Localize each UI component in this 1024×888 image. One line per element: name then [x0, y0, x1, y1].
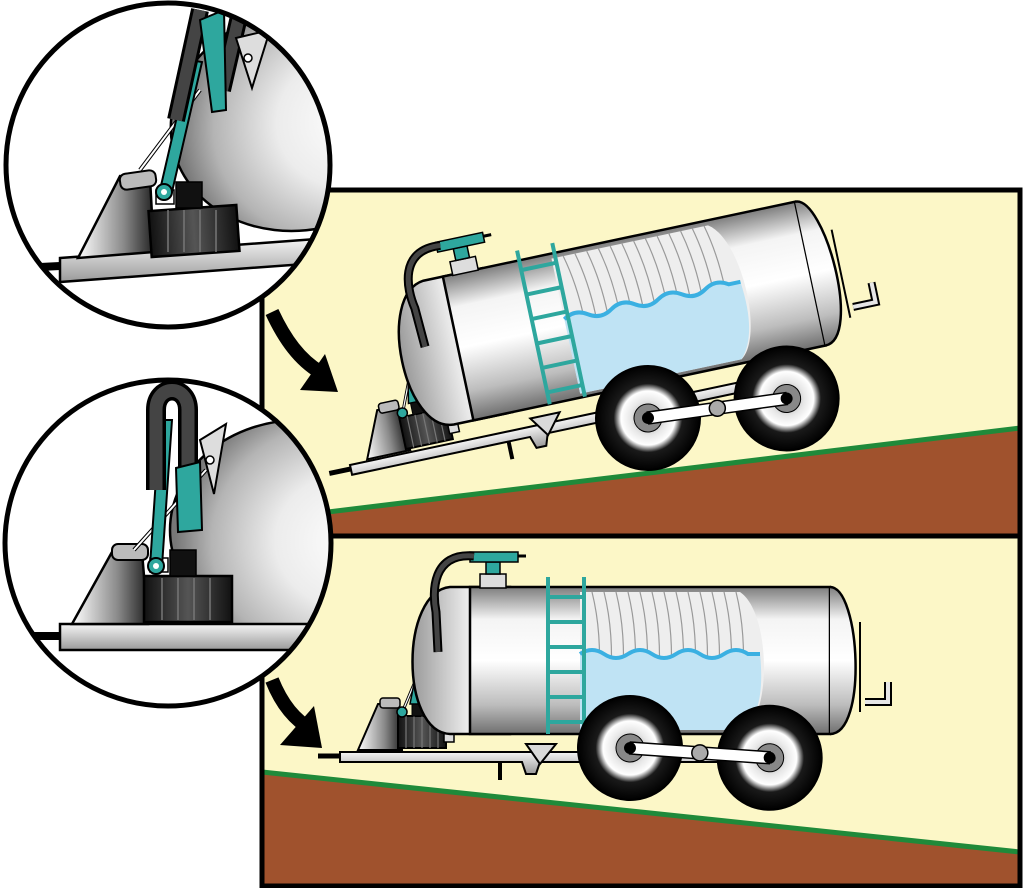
arrow-uphill: [265, 309, 338, 392]
panel-downhill-grass-line: [261, 769, 1021, 855]
magnifier-uphill: [3, 0, 333, 330]
magnifier-downhill-ring: [2, 377, 334, 709]
panel-uphill: [259, 155, 1023, 539]
arrow-downhill: [265, 677, 322, 748]
panel-downhill-border: [259, 533, 1023, 888]
panel-downhill-soil: [262, 772, 1020, 886]
panel-uphill-soil: [262, 428, 1020, 536]
panel-uphill-grass-line: [261, 425, 1021, 523]
panel-downhill: [259, 533, 1023, 888]
magnifier-downhill: [2, 377, 334, 709]
magnifier-uphill-ring: [3, 0, 333, 330]
